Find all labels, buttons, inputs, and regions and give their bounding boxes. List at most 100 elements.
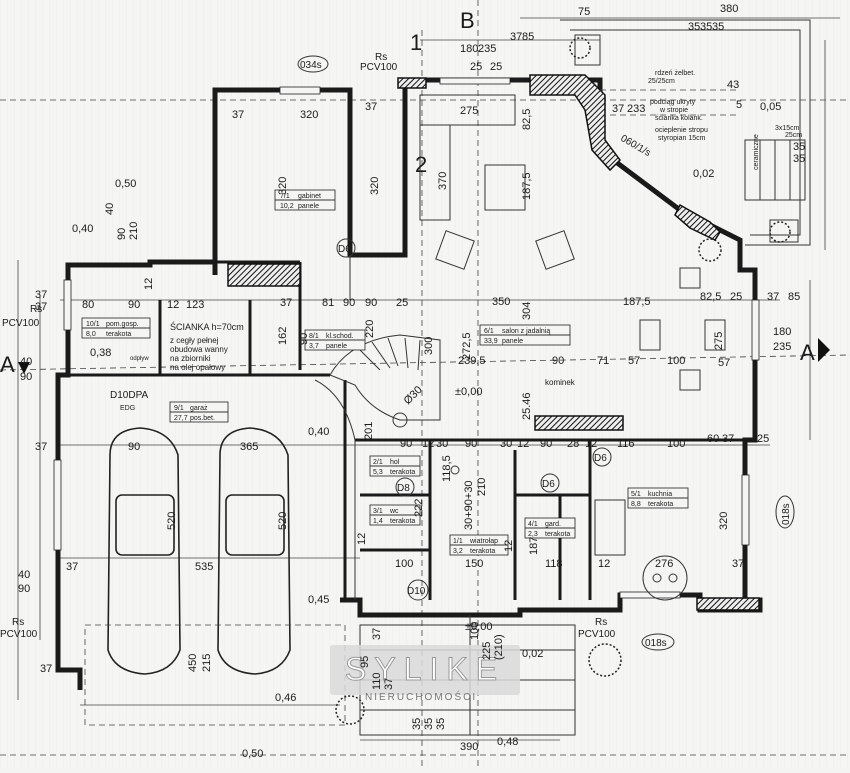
room-floor-kuchnia: terakota [648, 501, 673, 508]
staircase [314, 334, 441, 600]
dim-l-80: 80 [82, 299, 94, 311]
dim-e-118: 118 [545, 558, 563, 570]
dim-top-180: 180 [460, 43, 478, 55]
garage-cars [84, 427, 346, 726]
room-area-wc: 1,4 [373, 518, 383, 525]
dim-h-90: 90 [400, 438, 412, 450]
dim-p-210: 210 [128, 222, 140, 240]
note-scianka-2: z cegły pełnej [170, 336, 219, 345]
level-0-05: 0,05 [760, 101, 781, 113]
dim-w-25: 25 [396, 297, 408, 309]
dim-h-37: 37 [35, 441, 47, 453]
level-0-45: 0,45 [308, 594, 329, 606]
note-terrace-10: 25cm [785, 132, 802, 139]
dim-b-210: (210) [493, 634, 505, 660]
dim-garage-520b: 520 [277, 512, 289, 530]
dim-e-37k: 37 [732, 558, 744, 570]
dim-p-90b: 90 [116, 228, 128, 240]
dim-s-5: 5 [736, 99, 742, 111]
note-scianka-3: obudowa wanny [170, 345, 228, 354]
note-terrace-1: rdzeń żelbet. [655, 70, 695, 77]
note-scianka-1: ŚCIANKA h=70cm [170, 321, 244, 332]
dim-h-25: 25 [757, 433, 769, 445]
dim-w-37b: 37 [767, 291, 779, 303]
level-0-48: 0,48 [497, 736, 518, 748]
dim-c-57b: 57 [718, 357, 730, 369]
room-name-wiatrolap: wiatrołap [469, 538, 498, 545]
room-name-pom-gosp: pom.gosp. [106, 321, 139, 328]
room-num-gard: 4/1 [528, 521, 538, 528]
note-scianka-5: na olej opałowy [170, 363, 225, 372]
dim-b-37: 37 [371, 628, 383, 640]
level-0-02-a: 0,02 [522, 648, 543, 660]
room-name-garaz: garaż [190, 405, 208, 412]
dim-p-40b: 40 [104, 203, 116, 215]
tag-rs-1: Rs [375, 52, 387, 63]
room-area-wiatrolap: 3,2 [453, 548, 463, 555]
room-area-kl-schod: 3,7 [309, 343, 319, 350]
room-name-gabinet: gabinet [298, 193, 321, 200]
dim-top-35a: 35 [688, 21, 700, 33]
dim-c-180: 180 [773, 326, 791, 338]
dim-v-304: 304 [521, 302, 533, 320]
note-terrace-8: 3x15cm [775, 125, 800, 132]
dim-v-2725: 272,5 [461, 332, 473, 360]
outer-walls [55, 77, 763, 690]
dim-e-30: 30+90+30 [463, 480, 475, 530]
level-0-50-a: 0,50 [115, 178, 136, 190]
room-name-kl-schod: kl.schod. [326, 333, 354, 340]
room-area-kuchnia: 8,8 [631, 501, 641, 508]
tag-o18s-a: 018s [781, 503, 792, 525]
room-area-gabinet: 10,2 [280, 203, 294, 210]
tag-o34s: 034s [300, 60, 322, 71]
room-floor-salon: panele [502, 338, 523, 345]
dim-e-320k: 320 [718, 512, 730, 530]
room-floor-gard: terakota [545, 531, 570, 538]
tag-d8: D8 [397, 483, 410, 494]
dim-l-90: 90 [128, 299, 140, 311]
tag-pcv-1: PCV100 [360, 62, 398, 73]
dim-top-85: 85 [522, 31, 534, 43]
watermark-brand: SYLIKE [345, 651, 505, 687]
dim-e-12b: 12 [503, 540, 515, 552]
axis-label-2: 2 [415, 152, 427, 177]
level-0-50-b: 0,50 [242, 748, 263, 760]
room-area-gard: 2,3 [528, 531, 538, 538]
dim-top-25b: 25 [490, 61, 502, 73]
dim-e-2546: 25.46 [521, 392, 533, 420]
dim-w-81: 81 [322, 297, 334, 309]
room-num-gabinet: 7/1 [280, 193, 290, 200]
dim-w-90: 90 [343, 297, 355, 309]
room-floor-kl-schod: panele [326, 343, 347, 350]
dim-c-235: 235 [773, 341, 791, 353]
room-num-wc: 3/1 [373, 508, 383, 515]
dim-g-37b: 37 [365, 101, 377, 113]
levels: 0,50 0,40 0,38 0,40 0,45 0,46 0,50 0,48 … [72, 101, 781, 760]
room-name-salon: salon z jadalnią [502, 328, 550, 335]
dim-h-90b: 90 [465, 438, 477, 450]
dim-e-222: 222 [413, 499, 425, 517]
inner-walls [68, 255, 745, 600]
dim-garage-365: 365 [240, 441, 258, 453]
dim-top-235: 235 [478, 43, 496, 55]
note-terrace-7: styropian 15cm [658, 135, 706, 142]
notes: ŚCIANKA h=70cm z cegły pełnej obudowa wa… [130, 70, 802, 387]
dim-garage-37v: 37 [66, 561, 78, 573]
room-area-hol: 5,3 [373, 469, 383, 476]
dim-g-320v2: 320 [369, 177, 381, 195]
dim-b-35: 35 [411, 718, 423, 730]
note-scianka-4: na zbiorniki [170, 354, 211, 363]
dim-v-300: 300 [423, 337, 435, 355]
dim-w-1875: 187,5 [623, 296, 651, 308]
tag-d6-a: D6 [338, 244, 351, 255]
axis-label-b: B [460, 8, 475, 33]
dim-l-37: 37 [280, 297, 292, 309]
note-odplyw: odpływ [130, 356, 149, 362]
dim-b-110: 110 [371, 672, 383, 690]
room-num-kuchnia: 5/1 [631, 491, 641, 498]
dim-top-380: 380 [720, 3, 738, 15]
dim-g-320v: 320 [277, 177, 289, 195]
dim-e-100: 100 [395, 558, 413, 570]
dim-s-233: 233 [627, 103, 645, 115]
dim-b-390: 390 [460, 741, 478, 753]
